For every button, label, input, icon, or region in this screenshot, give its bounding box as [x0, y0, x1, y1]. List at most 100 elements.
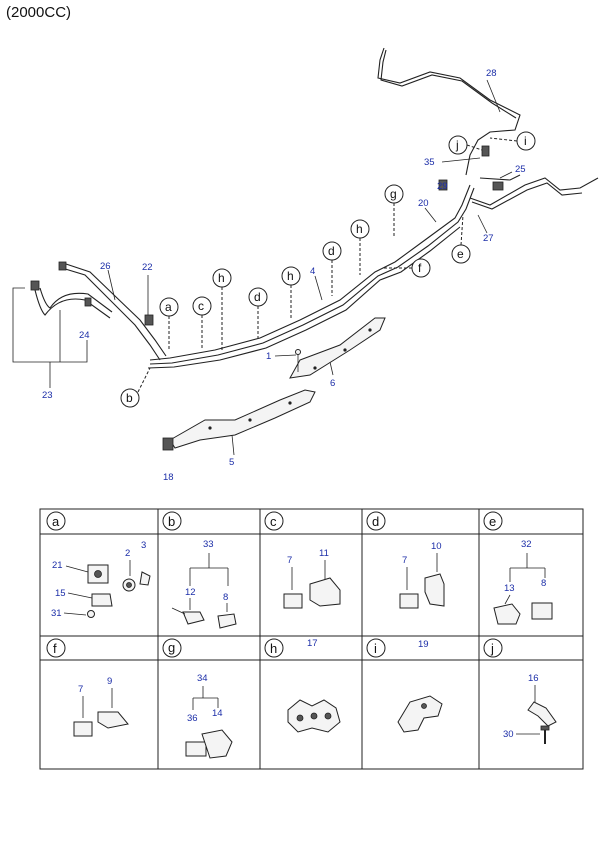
callout-6: 6: [330, 378, 335, 389]
callout-letter-a: a: [165, 300, 172, 314]
pipe-25: [479, 174, 521, 181]
cell-g-label: g: [168, 640, 175, 655]
svg-text:7: 7: [402, 555, 407, 566]
bolt-30: [540, 725, 550, 731]
bracket-14: [201, 729, 233, 759]
callout-letter-d-2: d: [328, 244, 335, 258]
callout-28: 28: [486, 68, 497, 79]
cell-h-label: h: [270, 641, 277, 656]
svg-text:17: 17: [307, 638, 318, 649]
svg-text:8: 8: [223, 592, 228, 603]
detail-table: a b c d e f g h i j 2 3 21 15 31: [39, 508, 584, 770]
bracket-10: [424, 573, 445, 607]
svg-text:19: 19: [418, 639, 429, 650]
callout-24: 24: [79, 330, 90, 341]
callout-letter-h-1: h: [218, 271, 225, 285]
bracket-6: [289, 317, 386, 379]
nut-31: [87, 610, 95, 618]
callout-letter-j: j: [455, 138, 459, 152]
cell-d-label: d: [372, 514, 379, 529]
cell-j-label: j: [490, 641, 494, 656]
cell-a: 2 3 21 15 31: [51, 540, 151, 619]
hose-26b: [65, 263, 167, 357]
pipe-27: [469, 177, 599, 206]
bolt-1-head: [295, 349, 301, 355]
hose-23: [34, 289, 111, 319]
page-title: (2000CC): [6, 4, 72, 21]
callout-29: 29: [437, 181, 448, 192]
svg-text:36: 36: [187, 713, 198, 724]
cell-f-label: f: [53, 641, 57, 656]
connector-25: [492, 181, 504, 191]
svg-text:13: 13: [504, 583, 515, 594]
callout-letter-e: e: [457, 247, 464, 261]
cell-c: 7 11: [283, 548, 341, 609]
callout-5: 5: [229, 457, 234, 468]
svg-text:11: 11: [319, 548, 329, 559]
clamp-36: [185, 741, 207, 757]
callout-4: 4: [310, 266, 315, 277]
bracket-19: [397, 695, 443, 733]
callout-18: 18: [163, 472, 174, 483]
svg-text:15: 15: [55, 588, 66, 599]
hose-26: [61, 267, 161, 361]
cell-i-label: i: [374, 641, 377, 656]
callout-labels: 28 35 25 29 20 27 4 26 22 24 23 1 6 5 18: [42, 68, 526, 483]
clamp-7-f: [73, 721, 93, 737]
clip-3: [139, 571, 151, 586]
bracket-13: [493, 603, 521, 625]
callout-letter-c: c: [198, 299, 204, 313]
cell-c-label: c: [270, 514, 277, 529]
cell-j: 16 30: [503, 673, 557, 744]
pipe-28b: [380, 49, 517, 119]
clamp-7-d: [399, 593, 419, 609]
clip-29: [438, 179, 448, 191]
bracket-11: [309, 577, 341, 607]
clip-22: [144, 314, 154, 326]
svg-text:9: 9: [107, 676, 112, 687]
svg-text:33: 33: [203, 539, 214, 550]
callout-letter-i: i: [524, 134, 527, 148]
pipe-28: [377, 47, 521, 176]
svg-text:32: 32: [521, 539, 532, 550]
cell-i: 19: [397, 639, 443, 733]
callout-20: 20: [418, 198, 429, 209]
cell-a-label: a: [52, 514, 60, 529]
callout-letter-g: g: [390, 187, 397, 201]
callout-circle-b: [120, 388, 140, 408]
svg-text:34: 34: [197, 673, 208, 684]
clamp-7: [283, 593, 303, 609]
hose-clamp-24: [84, 297, 92, 307]
cell-b-label: b: [168, 514, 175, 529]
fuel-pipe-1: [149, 184, 471, 361]
cell-f: 7 9: [73, 676, 129, 737]
bracket-15: [91, 593, 113, 607]
callout-letter-d-1: d: [254, 290, 261, 304]
callout-27: 27: [483, 233, 494, 244]
svg-text:10: 10: [431, 541, 442, 552]
callout-25: 25: [515, 164, 526, 175]
clip-16: [527, 701, 557, 727]
callout-35: 35: [424, 157, 435, 168]
callout-1: 1: [266, 351, 271, 362]
callout-letter-b: b: [126, 391, 133, 405]
hose-clamp-left: [30, 280, 40, 291]
callout-23: 23: [42, 390, 53, 401]
cell-e-label: e: [489, 514, 496, 529]
letter-callouts: a b c h d h d h g f: [120, 131, 536, 408]
svg-text:31: 31: [51, 608, 62, 619]
svg-text:8: 8: [541, 578, 546, 589]
cell-h: 17: [287, 638, 341, 733]
svg-text:2: 2: [125, 548, 130, 559]
hose-23b: [39, 287, 113, 313]
pipe-assembly: [30, 47, 599, 369]
cell-g: 34 36 14: [185, 673, 233, 759]
pipe-27b: [471, 182, 583, 210]
svg-text:3: 3: [141, 540, 146, 551]
hose-clamp-26: [58, 261, 67, 271]
cell-d: 7 10: [399, 541, 445, 609]
clamp-8-e: [531, 602, 553, 620]
bracket-9: [97, 711, 129, 729]
bracket-23: [12, 287, 88, 363]
